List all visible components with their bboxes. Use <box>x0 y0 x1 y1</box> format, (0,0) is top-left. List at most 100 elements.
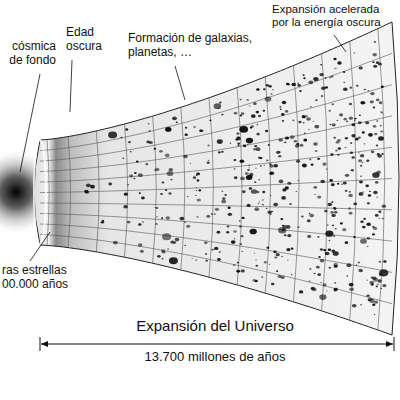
galaxy <box>345 241 349 244</box>
galaxy <box>367 202 370 204</box>
galaxy <box>304 132 306 134</box>
galaxy <box>334 265 338 268</box>
galaxy <box>264 261 267 264</box>
galaxy <box>170 241 174 244</box>
galaxy <box>362 162 364 163</box>
galaxy <box>254 145 257 147</box>
galaxy <box>380 111 382 113</box>
galaxy <box>245 172 249 175</box>
galaxy <box>263 88 266 90</box>
galaxy <box>335 68 337 69</box>
galaxy <box>328 267 331 269</box>
galaxy <box>269 172 273 175</box>
galaxy <box>360 239 367 244</box>
galaxy <box>291 83 296 87</box>
galaxy <box>332 225 334 227</box>
galaxy <box>176 121 178 123</box>
galaxy <box>341 184 343 185</box>
galaxy <box>351 156 354 159</box>
galaxy <box>221 151 224 153</box>
galaxy <box>358 137 361 139</box>
galaxy <box>297 83 299 84</box>
galaxy <box>242 217 245 219</box>
galaxy <box>331 250 335 253</box>
galaxy <box>233 264 235 266</box>
galaxy <box>211 213 213 215</box>
galaxy <box>381 153 383 155</box>
galaxy <box>237 137 241 140</box>
galaxy <box>208 160 210 161</box>
galaxy <box>147 123 149 125</box>
galaxy <box>376 120 378 121</box>
galaxy <box>351 134 355 137</box>
dark-energy-label: Expansión acelerada por la energía oscur… <box>272 3 398 29</box>
galaxy <box>269 163 271 165</box>
galaxy <box>284 141 286 143</box>
galaxy <box>217 258 221 261</box>
galaxy <box>254 207 259 211</box>
galaxy <box>345 147 347 148</box>
galaxy <box>376 286 378 288</box>
galaxy <box>359 114 361 116</box>
galaxy <box>278 138 283 142</box>
galaxy <box>312 287 317 291</box>
galaxy <box>314 273 316 275</box>
galaxy <box>215 208 219 211</box>
galaxy <box>138 223 141 226</box>
galaxy <box>255 168 257 169</box>
galaxy <box>268 144 270 146</box>
galaxy <box>372 277 376 280</box>
galaxy <box>343 118 346 121</box>
galaxy <box>324 210 328 213</box>
galaxy <box>301 215 304 217</box>
galaxy <box>377 154 382 158</box>
galaxy <box>372 172 379 178</box>
galaxy <box>128 141 131 143</box>
galaxy <box>241 269 245 272</box>
title-label: Expansión del Universo <box>100 317 330 334</box>
galaxy <box>195 195 196 196</box>
galaxy <box>345 174 349 177</box>
galaxy <box>136 160 139 162</box>
galaxy <box>296 191 298 192</box>
galaxy <box>299 290 303 293</box>
galaxy <box>217 231 221 234</box>
galaxy <box>170 179 172 181</box>
galaxy <box>365 184 369 187</box>
galaxy <box>291 274 293 275</box>
galaxy <box>240 235 243 237</box>
galaxy <box>282 120 284 122</box>
galaxy <box>332 123 336 126</box>
galaxy <box>266 160 268 162</box>
galaxy <box>242 251 243 252</box>
galaxy <box>331 214 335 217</box>
galaxy <box>156 216 157 217</box>
galaxy <box>240 159 245 163</box>
galaxy <box>236 270 240 273</box>
galaxy <box>154 207 155 208</box>
galaxy <box>214 247 218 250</box>
galaxy <box>258 115 261 117</box>
galaxy <box>360 101 365 105</box>
galaxy <box>197 198 201 201</box>
galaxy <box>261 276 263 278</box>
galaxy <box>193 176 197 179</box>
galaxy <box>359 66 363 69</box>
galaxy <box>270 195 271 196</box>
galaxy <box>337 183 339 185</box>
galaxy <box>231 240 236 244</box>
galaxy <box>267 210 272 213</box>
galaxy <box>373 65 377 68</box>
galaxy <box>165 154 170 158</box>
galaxy <box>363 218 366 220</box>
span-arrow <box>40 337 394 351</box>
galaxy <box>161 249 165 252</box>
galaxy <box>328 248 331 251</box>
galaxy <box>334 211 337 214</box>
galaxy <box>221 200 226 204</box>
galaxy <box>237 262 239 264</box>
galaxy <box>372 304 375 307</box>
galaxy <box>309 280 311 281</box>
galaxy <box>285 110 288 113</box>
galaxy <box>218 151 221 153</box>
